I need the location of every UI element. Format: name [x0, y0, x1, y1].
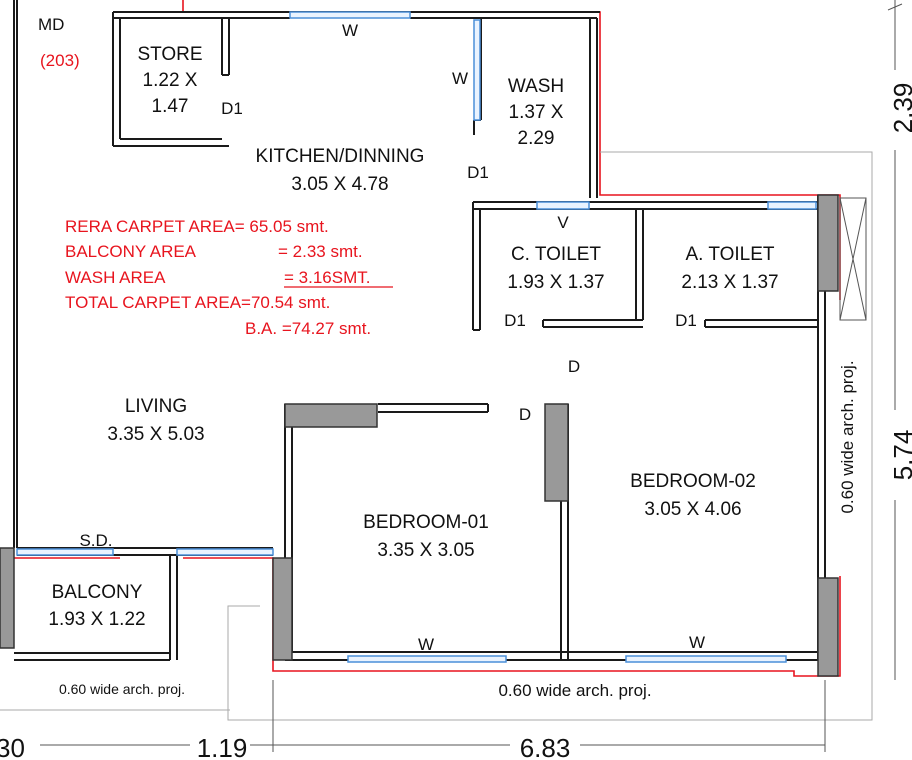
door-marker-wash: D1	[467, 163, 489, 182]
rera-area: RERA CARPET AREA= 65.05 smt.	[65, 217, 329, 236]
store-width: 1.22 X	[143, 70, 198, 91]
door-marker-bedroom1: D	[519, 405, 531, 424]
sliding-door-marker: S.D.	[79, 531, 112, 550]
dimension-lines	[40, 0, 903, 752]
wash-width: 1.37 X	[509, 102, 564, 123]
bedroom2-size: 3.05 X 4.06	[644, 499, 741, 520]
wash-name: WASH	[508, 76, 564, 97]
store-name: STORE	[137, 44, 202, 65]
ctoilet-size: 1.93 X 1.37	[507, 272, 604, 293]
dimension-mid: 1.19	[197, 733, 248, 760]
projection-bottom: 0.60 wide arch. proj.	[498, 681, 651, 700]
window-marker-bedroom1: W	[418, 635, 434, 654]
atoilet-size: 2.13 X 1.37	[681, 272, 778, 293]
bedroom1-size: 3.35 X 3.05	[377, 540, 474, 561]
window-marker-wash: W	[452, 69, 468, 88]
living-name: LIVING	[125, 396, 187, 417]
kitchen-name: KITCHEN/DINNING	[256, 146, 425, 167]
door-marker-ctoilet: D1	[504, 311, 526, 330]
door-marker-atoilet: D1	[675, 311, 697, 330]
window-marker-bedroom2: W	[689, 633, 705, 652]
ctoilet-name: C. TOILET	[511, 244, 601, 265]
kitchen-size: 3.05 X 4.78	[291, 174, 388, 195]
wash-area-label: WASH AREA	[65, 268, 166, 287]
dimension-bottom: 6.83	[520, 733, 571, 760]
duct-shaft	[839, 197, 867, 321]
balcony-area-value: = 2.33 smt.	[278, 242, 363, 261]
bedroom1-name: BEDROOM-01	[363, 512, 489, 533]
balcony-size: 1.93 X 1.22	[48, 609, 145, 630]
carpet-boundary	[0, 0, 841, 677]
balcony-name: BALCONY	[52, 582, 143, 603]
atoilet-name: A. TOILET	[685, 244, 774, 265]
wash-area-value: = 3.16SMT.	[284, 268, 370, 287]
walls	[13, 0, 826, 661]
columns	[0, 194, 839, 677]
balcony-area-label: BALCONY AREA	[65, 242, 197, 261]
projection-balcony: 0.60 wide arch. proj.	[59, 681, 185, 697]
living-size: 3.35 X 5.03	[107, 424, 204, 445]
wash-height: 2.29	[518, 128, 555, 149]
windows	[16, 11, 817, 663]
dimension-left: 30	[0, 733, 25, 760]
door-marker-store: D1	[221, 99, 243, 118]
dimension-right-mid: 5.74	[888, 430, 912, 481]
projection-right: 0.60 wide arch. proj.	[838, 360, 857, 513]
window-marker-kitchen: W	[342, 21, 358, 40]
total-carpet-area: TOTAL CARPET AREA=70.54 smt.	[65, 293, 330, 312]
store-height: 1.47	[152, 96, 189, 117]
unit-number: (203)	[40, 51, 80, 70]
dimension-right-top: 2.39	[888, 83, 912, 134]
built-up-area: B.A. =74.27 smt.	[245, 319, 371, 338]
bedroom2-name: BEDROOM-02	[630, 471, 756, 492]
door-marker-bedroom2: D	[568, 357, 580, 376]
unit-code: MD	[38, 15, 64, 34]
projection-lines	[0, 151, 873, 721]
ventilator-marker: V	[557, 213, 569, 232]
